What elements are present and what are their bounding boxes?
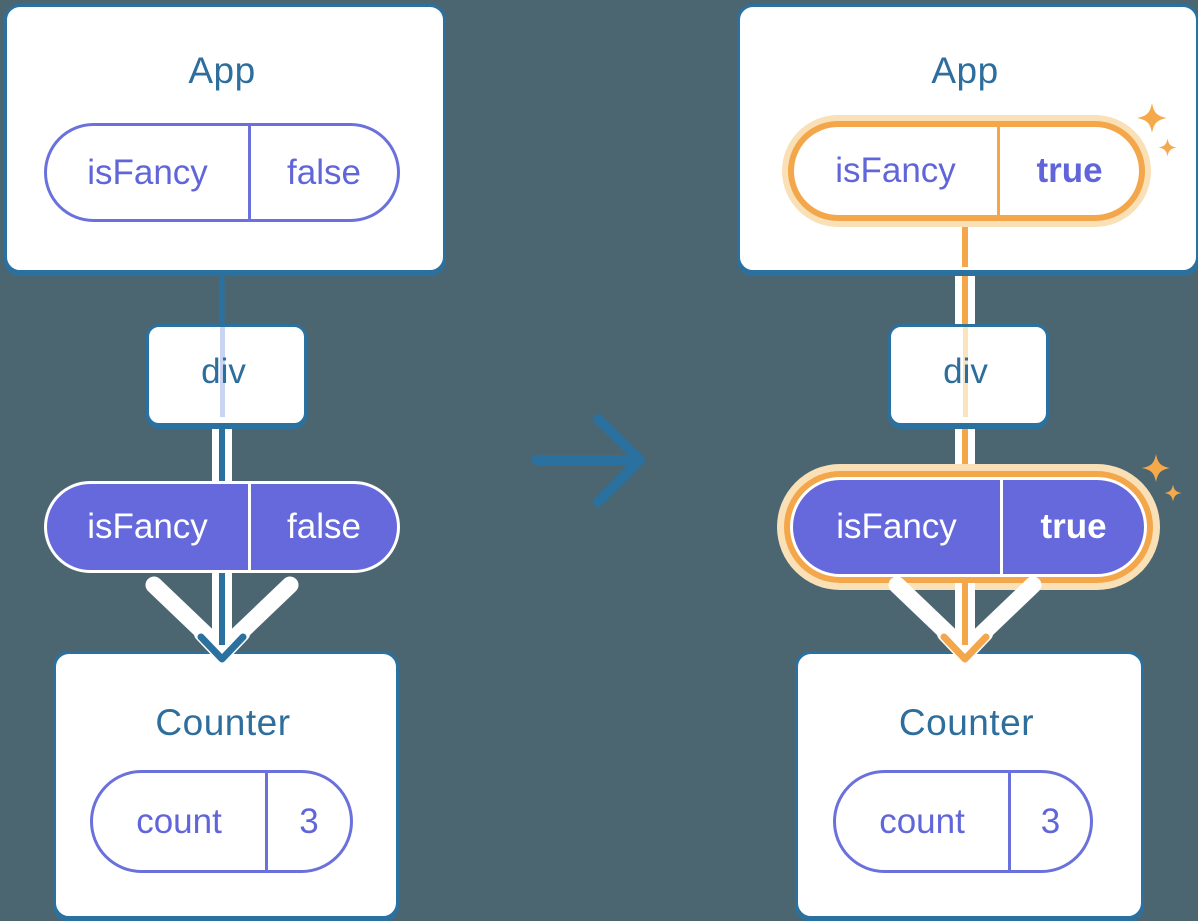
- right-counter-title: Counter: [898, 702, 1035, 743]
- left-div-label: div: [201, 352, 246, 391]
- right-down-arrow: [888, 576, 1042, 663]
- prop-name: isFancy: [47, 126, 251, 219]
- right-div-label: div: [943, 352, 988, 391]
- right-app-title: App: [931, 50, 999, 91]
- state-value: 3: [299, 801, 319, 841]
- left-div-passthrough-line: [220, 327, 225, 417]
- left-passed-prop-pill: isFancy false: [44, 481, 400, 573]
- left-app-title: App: [188, 50, 256, 91]
- sparkle-icon: [1141, 453, 1171, 483]
- right-div-passthrough-line: [963, 327, 968, 417]
- left-app-prop-pill: isFancy false: [44, 123, 400, 222]
- prop-value: true: [1040, 507, 1107, 546]
- right-app-inner-line: [962, 222, 968, 267]
- left-counter-state-pill: count 3: [90, 770, 353, 873]
- state-name: count: [93, 773, 268, 870]
- right-counter-state-pill: count 3: [833, 770, 1093, 873]
- left-down-arrow: [145, 573, 299, 663]
- sparkle-icon: [1164, 484, 1182, 502]
- prop-name: isFancy: [47, 484, 251, 570]
- right-passed-prop-pill-highlighted: isFancy true: [790, 477, 1147, 577]
- right-div-box: [888, 324, 1049, 426]
- state-value: 3: [1040, 801, 1061, 841]
- prop-name: isFancy: [794, 127, 1000, 215]
- left-div-box: [146, 324, 307, 426]
- prop-value: true: [1036, 151, 1103, 190]
- prop-value: false: [287, 152, 361, 192]
- arrow-right-icon: [531, 414, 645, 507]
- prop-name: isFancy: [793, 480, 1003, 574]
- right-app-prop-pill-highlighted: isFancy true: [788, 121, 1145, 221]
- state-name: count: [836, 773, 1011, 870]
- left-counter-title: Counter: [155, 702, 291, 743]
- prop-value: false: [287, 507, 361, 546]
